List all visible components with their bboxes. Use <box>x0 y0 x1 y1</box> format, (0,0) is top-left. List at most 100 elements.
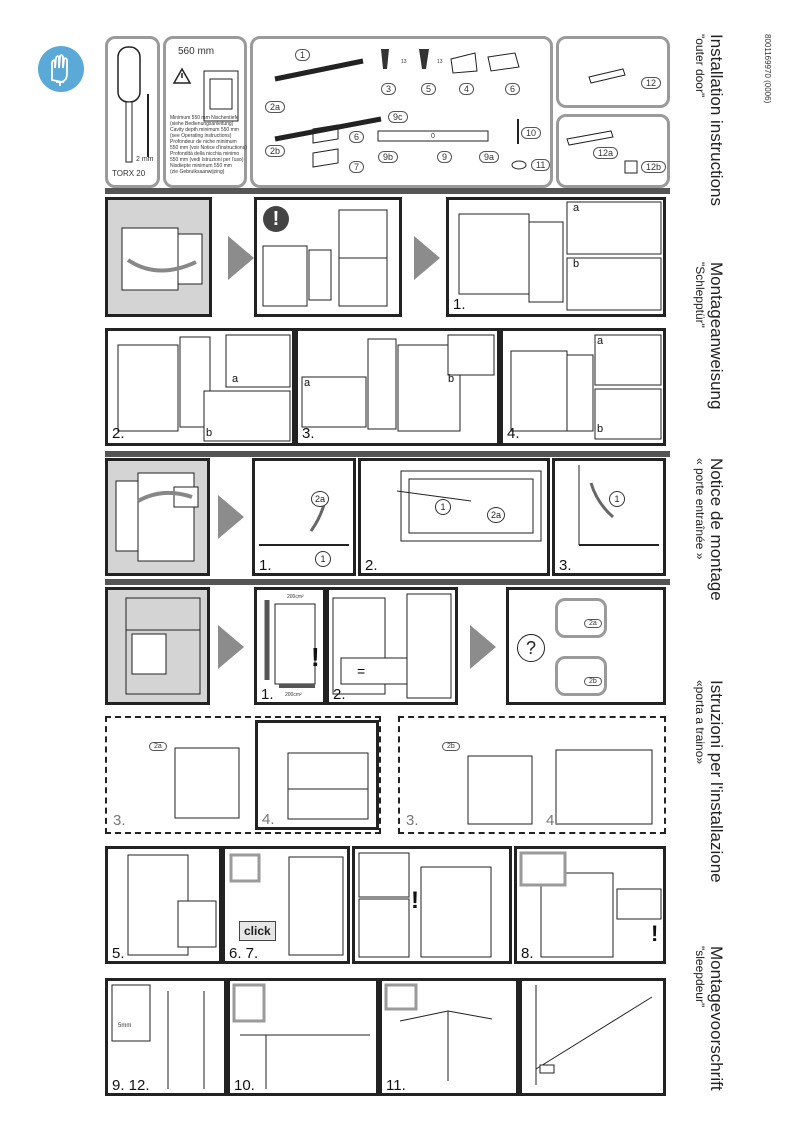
sub-label-b: b <box>206 427 213 439</box>
step-number: 3. <box>113 812 126 829</box>
subtitle-fr: « porte entraînée » <box>693 458 707 560</box>
niche-requirements-box: 560 mm Minimum 550 mm Nischentiefe (sieh… <box>163 36 247 188</box>
cavity-note: 550 mm (vedi Istruzioni per l'uso) <box>170 157 244 163</box>
part-label-7: 6 <box>349 131 365 143</box>
safety-gloves-icon <box>38 46 84 92</box>
option-2a-box: 2a <box>555 598 607 638</box>
callout-1: 1 <box>315 551 331 567</box>
part-label-12b: 12b <box>641 161 667 173</box>
cavity-note: Profondeur de niche minimum <box>170 139 237 145</box>
sub-label-a: a <box>304 377 311 389</box>
row4-step1-panel: 200cm² 200cm² ! 1. <box>254 587 326 705</box>
row3-step3-panel: 1 3. <box>552 458 666 576</box>
row7-step10-panel: 10. <box>227 978 379 1096</box>
row3-door-panel <box>105 458 210 576</box>
step-number: 1. <box>453 296 466 313</box>
title-de: Montageanweisung <box>707 262 726 410</box>
warning-icon: ! <box>263 206 289 232</box>
scale-zero: 0 <box>431 133 435 140</box>
row7-final-panel <box>519 978 666 1096</box>
cavity-note: Minimum 550 mm Nischentiefe <box>170 115 239 121</box>
sub-label-a: a <box>232 373 239 385</box>
row4-cabinet-panel <box>105 587 210 705</box>
section-divider <box>105 188 670 194</box>
cavity-note: Profondità della nicchia minimo <box>170 151 240 157</box>
cavity-note: (see Operating instructions) <box>170 133 232 139</box>
row6-step5-panel: 5. <box>105 846 222 964</box>
parts-box: 1 2a 2b 3 13 5 13 4 6 9c 6 7 9b 9 9a 0 1… <box>250 36 553 188</box>
option-2a-step3: 2a 3. <box>109 720 249 830</box>
step-number: 1. <box>259 557 272 574</box>
cavity-note: (zie Gebruiksaanwijzing) <box>170 169 225 175</box>
doc-id: 8001169970 (0006) <box>763 34 772 104</box>
next-arrow-icon <box>218 625 244 669</box>
next-arrow-icon <box>414 236 440 280</box>
option-2a-block: 2a 3. 4. <box>105 716 381 834</box>
part-label-5: 6 <box>505 83 521 95</box>
cavity-note: Cavity depth minimum 550 mm <box>170 127 239 133</box>
option-2a-step4: 4. <box>255 720 379 830</box>
gap-label: 5mm <box>118 1023 132 1029</box>
step-number: 6. 7. <box>229 945 259 962</box>
subtitle-it: «porta a traino» <box>693 680 707 765</box>
row4-step2-panel: = 2. <box>326 587 458 705</box>
part-label-11: 11 <box>531 159 551 171</box>
step-number: 10. <box>234 1077 255 1094</box>
niche-width-label: 560 mm <box>178 46 215 57</box>
row1-door-panel <box>105 197 212 317</box>
question-icon: ? <box>517 634 545 662</box>
warning-exclaim: ! <box>651 921 659 946</box>
step-number: 4. <box>546 812 559 829</box>
row7-step11-panel: 11. <box>379 978 519 1096</box>
click-burst: click <box>239 921 276 941</box>
row3-step1-panel: 2a 1 1. <box>252 458 356 576</box>
sub-label-b: b <box>573 258 580 270</box>
screw-dim-a: 13 <box>401 59 407 65</box>
part-label-12: 12 <box>641 77 662 89</box>
row2-step4-panel: 4. a b <box>500 328 666 446</box>
part-label-2a: 2a <box>584 619 602 628</box>
section-divider <box>105 451 670 457</box>
warning-exclaim: ! <box>411 887 419 914</box>
step-number: 4. <box>507 425 520 442</box>
part-label-2a: 2a <box>265 101 286 113</box>
option-2b-block: 2b 3. 4. <box>398 716 666 834</box>
sub-label-b: b <box>597 423 604 435</box>
option-2b-step4: 4. <box>542 720 664 830</box>
cavity-note: 550 mm (voir Notice d'instructions) <box>170 145 247 151</box>
sub-label-a: a <box>597 335 604 347</box>
subtitle-nl: "sleepdeur" <box>693 946 707 1008</box>
part-label-12a: 12a <box>593 147 619 159</box>
title-en: Installation instructions <box>707 34 726 206</box>
step-number: 9. 12. <box>112 1077 150 1094</box>
part-label-2b: 2b <box>442 742 460 751</box>
part-label-9c: 9c <box>388 111 408 123</box>
row1-step1-panel: 1. a b <box>446 197 666 317</box>
next-arrow-icon <box>228 236 254 280</box>
screw-dim-b: 13 <box>437 59 443 65</box>
title-it: Istruzioni per l'installazione <box>707 680 726 883</box>
row6-step67-panel: click 6. 7. <box>222 846 350 964</box>
subtitle-de: "Schlepptür" <box>693 262 707 328</box>
tool-label: TORX 20 <box>112 169 146 178</box>
part-label-2b: 2b <box>265 145 286 157</box>
row2-step3-panel: 3. a b <box>295 328 500 446</box>
option-2b-box: 2b <box>555 656 607 696</box>
part-12ab-box: 12a 12b <box>556 114 670 188</box>
row7-step912-panel: 5mm 9. 12. <box>105 978 227 1096</box>
step-number: 2. <box>365 557 378 574</box>
row3-step2-panel: 1 2a 2. <box>358 458 550 576</box>
step-number: 4. <box>262 811 275 828</box>
option-2b-step3: 2b 3. <box>402 720 542 830</box>
next-arrow-icon <box>218 495 244 539</box>
step-number: 5. <box>112 945 125 962</box>
cavity-note: (siehe Bedienungsanleitung) <box>170 121 234 127</box>
step-number: 3. <box>302 425 315 442</box>
callout-1: 1 <box>609 491 625 507</box>
svg-text:=: = <box>357 663 365 679</box>
sub-label-a: a <box>573 202 580 214</box>
vent-bottom-label: 200cm² <box>285 692 302 698</box>
cavity-notes: Minimum 550 mm Nischentiefe (siehe Bedie… <box>170 115 250 175</box>
part-label-9b: 9b <box>378 151 399 163</box>
step-number: 11. <box>386 1077 406 1094</box>
